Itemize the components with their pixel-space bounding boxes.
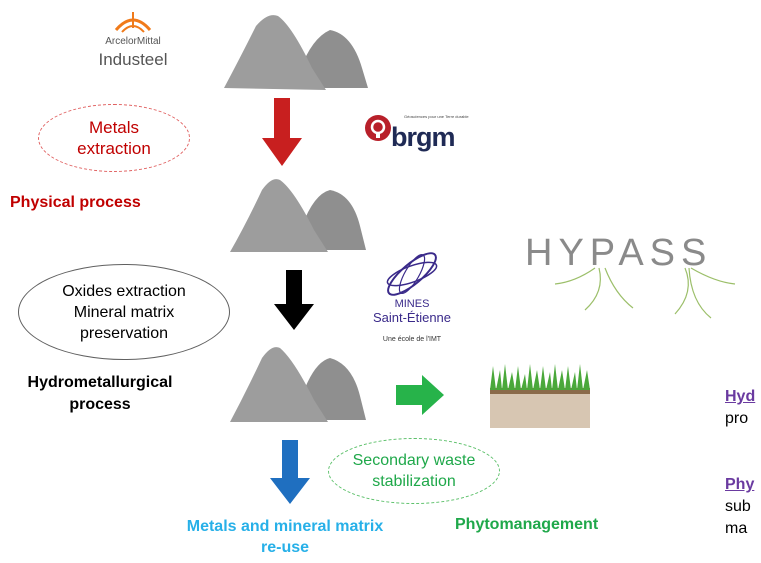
side-text-phyto-cont1: sub [725,498,751,515]
hydrometallurgical-process-label: Hydrometallurgical process [0,372,200,416]
mines-line2: Saint-Étienne [372,310,452,325]
side-text-phyto-head: Phy [725,476,755,493]
secondary-waste-line1: Secondary waste [352,452,476,469]
arcelormittal-swoosh-icon [114,12,152,33]
metals-extraction-line1: Metals [88,118,140,137]
side-text-phyto-cont2: ma [725,520,748,537]
down-arrow-icon [270,440,310,511]
rock-pile-icon [228,340,368,426]
mines-line3: Une école de l'IMT [382,336,442,343]
physical-process-label: Physical process [10,194,141,211]
mines-saint-etienne-logo: MINES Saint-Étienne Une école de l'IMT [362,252,462,352]
down-arrow-icon [262,98,302,173]
brgm-logo: Géosciences pour une Terre durable brgm [364,110,504,160]
hydrometallurgical-line1: Hydrometallurgical [27,374,173,391]
side-text-hydro-cont: pro [725,410,749,427]
metals-reuse-label: Metals and mineral matrix re-use [160,516,410,558]
mines-line1: MINES [394,298,430,310]
soil-grass-icon [490,360,590,430]
brgm-name: brgm [391,122,455,152]
side-text-phyto: Phy sub ma [725,474,754,540]
metals-extraction-ellipse: Metals extraction [38,104,190,172]
hydrometallurgical-line2: process [69,396,131,413]
down-arrow-icon [274,270,314,337]
side-text-hydro-head: Hyd [725,388,756,405]
industeel-name: Industeel [98,50,168,69]
mines-orbit-icon [386,252,438,296]
oxides-extraction-line2: Mineral matrix [73,303,175,321]
side-text-hydro: Hyd pro [725,386,755,430]
phytomanagement-label: Phytomanagement [455,516,599,533]
metals-reuse-line1: Metals and mineral matrix [186,518,384,535]
metals-extraction-line2: extraction [77,139,151,158]
hypass-logo: HYPASS [515,222,761,322]
brgm-circle-icon [365,115,391,141]
right-arrow-icon [396,375,446,420]
rock-pile-icon [228,170,368,256]
hypass-roots-icon [554,267,736,319]
hypass-name: HYPASS [525,232,713,274]
brgm-tagline: Géosciences pour une Terre durable [404,114,469,119]
metals-reuse-line2: re-use [260,539,310,556]
oxides-extraction-line3: preservation [79,324,169,342]
secondary-waste-line2: stabilization [372,473,456,490]
rock-pile-icon [222,8,370,94]
arcelormittal-name: ArcelorMittal [105,36,161,47]
secondary-waste-ellipse: Secondary waste stabilization [328,438,500,504]
oxides-extraction-line1: Oxides extraction [62,282,186,300]
oxides-extraction-ellipse: Oxides extraction Mineral matrix preserv… [18,264,230,360]
arcelormittal-logo: ArcelorMittal Industeel [88,8,178,78]
